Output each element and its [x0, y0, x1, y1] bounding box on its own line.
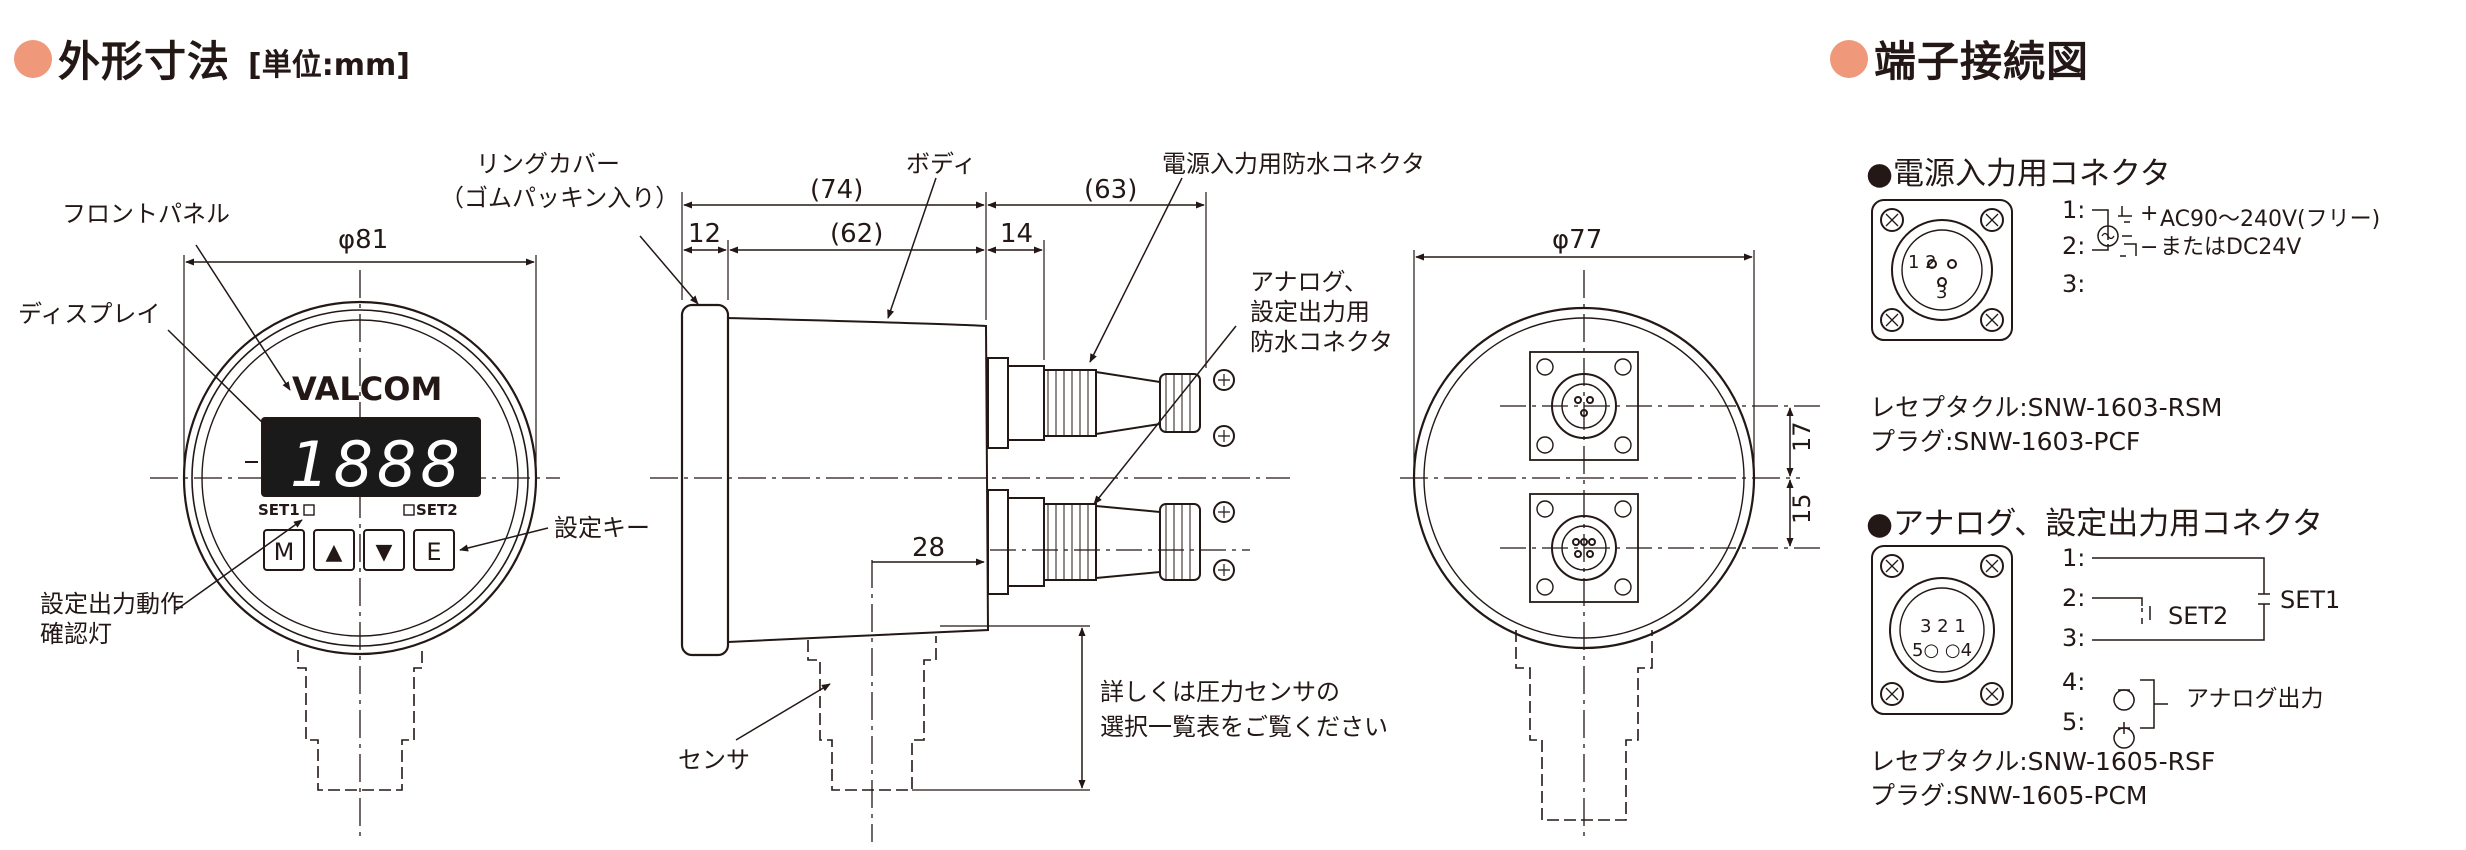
dim-14: 14 [1000, 219, 1033, 249]
analog-set1-label: SET1 [2280, 586, 2340, 614]
set1-label: SET1 [258, 501, 300, 519]
power-pins-top: 1 2 [1908, 252, 1937, 273]
analog-connector-heading: ●アナログ、設定出力用コネクタ [1866, 506, 2324, 542]
front-outer-ring [182, 300, 538, 656]
note-line2: 選択一覧表をご覧ください [1100, 713, 1388, 741]
lower-connector [987, 489, 1235, 595]
power-row-2: 2: [2062, 232, 2085, 260]
note-line1: 詳しくは圧力センサの [1100, 678, 1340, 706]
power-row-1: 1: [2062, 196, 2085, 224]
brand-logo: VALCOM [292, 370, 442, 408]
power-plug: プラグ:SNW-1603-PCF [1870, 427, 2140, 456]
analog-receptacle: レセプタクル:SNW-1605-RSF [1870, 747, 2215, 776]
terminals-header: 端子接続図 [1830, 28, 2089, 89]
label-ring-line1: リングカバー [476, 150, 620, 178]
dim-28: 28 [912, 533, 945, 563]
dim-63: (63) [1084, 175, 1137, 205]
label-front-panel: フロントパネル [62, 200, 230, 228]
dim-62: (62) [830, 219, 883, 249]
dim-phi81: φ81 [338, 225, 388, 255]
analog-row-1: 1: [2062, 544, 2085, 572]
key-m: M [274, 538, 295, 566]
key-down-icon: ▼ [376, 540, 393, 565]
key-e: E [426, 538, 441, 566]
power-spec-dc: またはDC24V [2160, 235, 2301, 260]
analog-pins-bottom: 5○ ○4 [1912, 640, 1972, 661]
label-analog-line2: 設定出力用 [1250, 298, 1370, 326]
side-view [639, 177, 1290, 842]
dim-12: 12 [688, 219, 721, 249]
label-led-line1: 設定出力動作 [40, 590, 184, 618]
label-body: ボディ [906, 150, 976, 178]
display-digits: 1888 [290, 428, 464, 501]
power-minus: − [2140, 235, 2158, 260]
bullet-dot-icon [14, 39, 52, 78]
analog-output-label: アナログ出力 [2186, 686, 2324, 712]
power-row-3: 3: [2062, 270, 2085, 298]
set1-led-icon [303, 504, 315, 516]
dimensions-header: 外形寸法 [単位:mm] [14, 28, 410, 89]
set2-led-icon [403, 504, 415, 516]
analog-connector-symbol [1871, 545, 2270, 749]
dim-phi77: φ77 [1552, 225, 1602, 255]
label-setting-keys: 設定キー [554, 514, 650, 542]
front-view [150, 244, 560, 842]
dimensions-title: 外形寸法 [58, 37, 231, 86]
key-up-icon: ▲ [326, 540, 343, 565]
label-sensor: センサ [678, 746, 750, 774]
power-plus: + [2140, 201, 2158, 226]
rear-view [1400, 250, 1820, 842]
rear-outer-ring [1412, 306, 1756, 650]
power-connector-heading: ●電源入力用コネクタ [1866, 156, 2171, 192]
bullet-dot-icon [1830, 39, 1868, 78]
power-receptacle: レセプタクル:SNW-1603-RSM [1870, 393, 2222, 422]
analog-row-3: 3: [2062, 624, 2085, 652]
dim-17: 17 [1788, 421, 1816, 452]
display-window [261, 417, 481, 497]
analog-pins-top: 3 2 1 [1920, 616, 1966, 637]
dim-15: 15 [1788, 493, 1816, 524]
label-analog-line3: 防水コネクタ [1250, 328, 1393, 356]
analog-plug: プラグ:SNW-1605-PCM [1870, 781, 2147, 810]
analog-row-5: 5: [2062, 708, 2085, 736]
ring-cover [680, 303, 730, 657]
upper-connector [987, 357, 1235, 449]
analog-set2-label: SET2 [2168, 602, 2228, 630]
key-row [263, 529, 455, 571]
power-connector-symbol [1871, 199, 2137, 341]
label-led-line2: 確認灯 [40, 620, 112, 648]
power-spec-ac: AC90～240V(フリー) [2160, 207, 2380, 232]
dim-74: (74) [810, 175, 863, 205]
label-power-connector: 電源入力用防水コネクタ [1162, 150, 1425, 178]
terminals-title: 端子接続図 [1874, 37, 2090, 86]
label-analog-line1: アナログ、 [1250, 268, 1368, 296]
label-ring-line2: （ゴムパッキン入り） [440, 184, 679, 212]
power-pin3: 3 [1936, 282, 1947, 303]
analog-row-4: 4: [2062, 668, 2085, 696]
set2-label: SET2 [416, 501, 458, 519]
unit-label: [単位:mm] [248, 47, 410, 83]
label-display: ディスプレイ [18, 300, 160, 328]
analog-row-2: 2: [2062, 584, 2085, 612]
